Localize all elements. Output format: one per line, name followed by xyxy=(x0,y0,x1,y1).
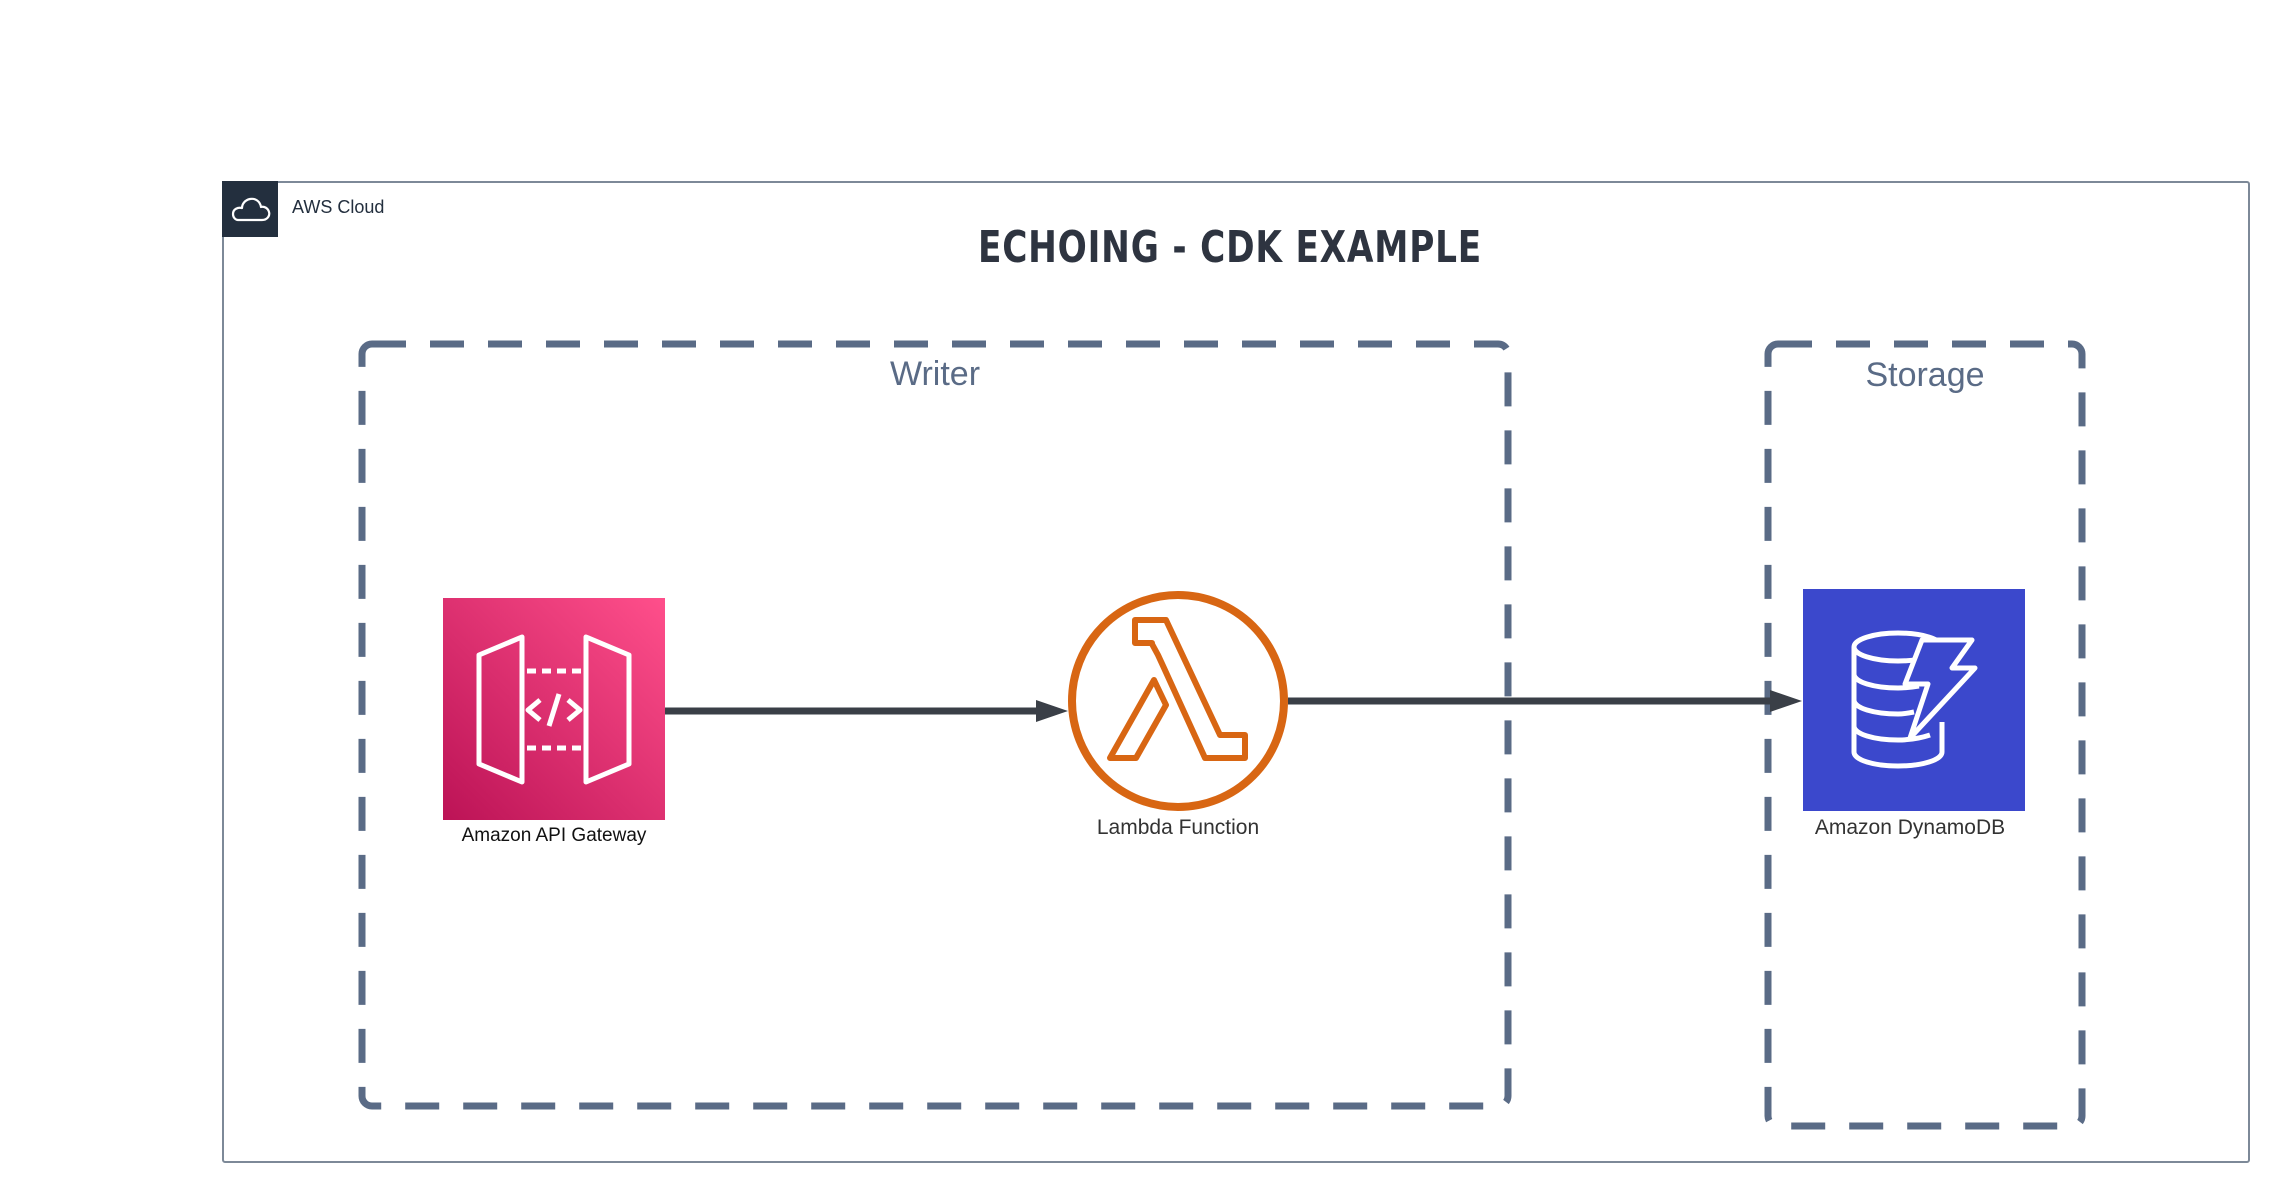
aws-cloud-frame xyxy=(222,181,2250,1163)
api-gateway-label: Amazon API Gateway xyxy=(461,825,647,846)
aws-cloud-label: AWS Cloud xyxy=(292,197,385,217)
lambda-icon[interactable] xyxy=(1068,591,1288,811)
arrow-apigw-to-lambda xyxy=(664,700,1068,722)
group-writer-label: Writer xyxy=(889,355,981,393)
dynamodb-icon[interactable] xyxy=(1803,589,2025,811)
group-storage-border xyxy=(1764,340,2086,1130)
dynamodb-label: Amazon DynamoDB xyxy=(1814,816,2006,839)
cloud-icon xyxy=(222,181,278,237)
lambda-label: Lambda Function xyxy=(1096,816,1260,839)
diagram-title: ECHOING - CDK EXAMPLE xyxy=(977,222,1483,273)
arrow-lambda-to-dynamodb xyxy=(1288,690,1802,712)
group-writer-border xyxy=(358,340,1512,1110)
api-gateway-icon[interactable] xyxy=(443,598,665,820)
group-storage-label: Storage xyxy=(1865,356,1985,394)
